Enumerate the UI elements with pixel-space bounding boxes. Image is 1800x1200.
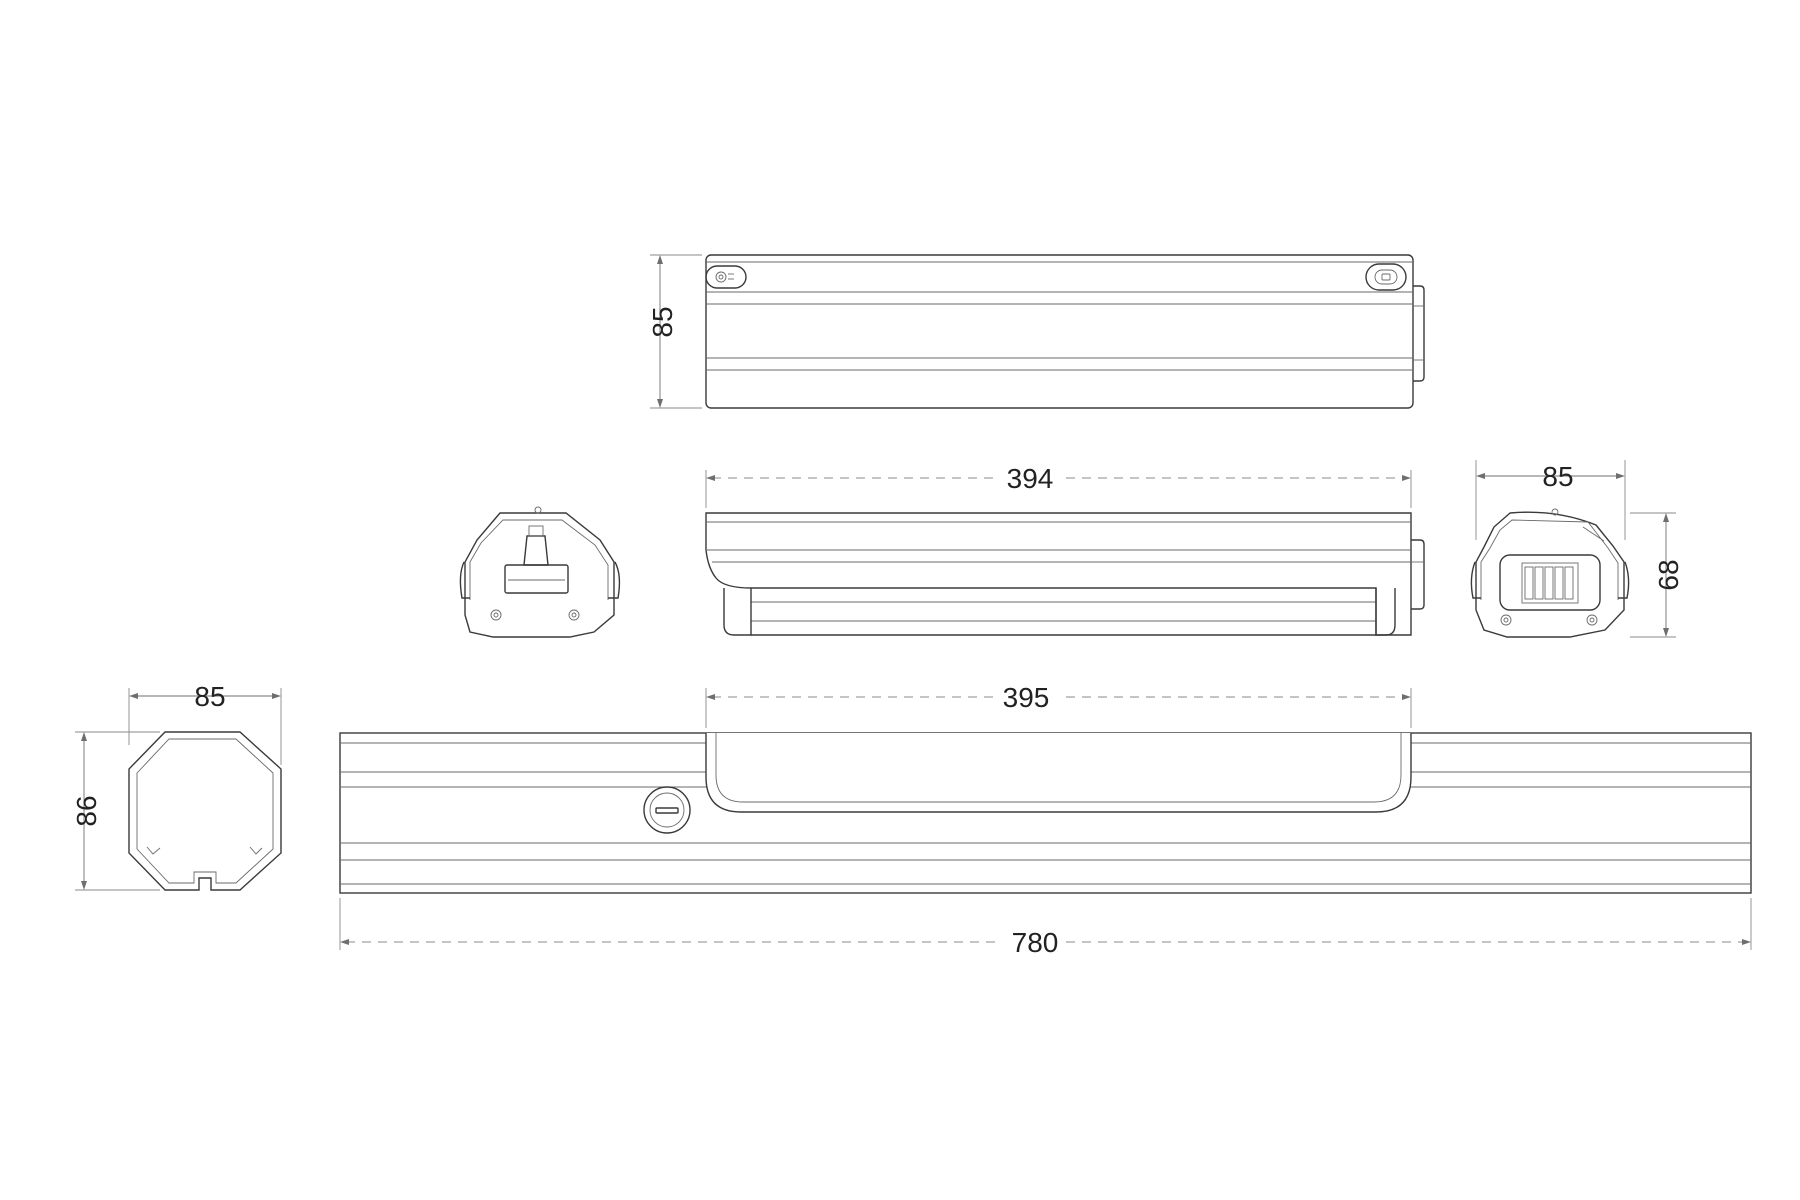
dim-end-height: 68 bbox=[1630, 512, 1684, 638]
battery-side-view: 85 bbox=[647, 254, 1425, 409]
frame-tube-view: 395 780 bbox=[339, 682, 1752, 958]
dim-section-height: 86 bbox=[71, 731, 160, 891]
dim-end-width: 85 bbox=[1475, 460, 1626, 540]
dim-total-length-label: 780 bbox=[1012, 927, 1059, 958]
dim-cutout-length-label: 395 bbox=[1003, 682, 1050, 713]
latch-icon bbox=[504, 525, 569, 594]
dim-side-height-label: 85 bbox=[647, 306, 678, 337]
connector-pins-icon bbox=[1499, 554, 1601, 611]
screw-icon bbox=[1586, 614, 1598, 626]
dim-section-height-label: 86 bbox=[71, 795, 102, 826]
battery-end-view-left bbox=[459, 506, 621, 638]
key-lock-icon bbox=[705, 265, 747, 289]
dim-total-length: 780 bbox=[339, 898, 1752, 958]
dim-section-width: 85 bbox=[128, 681, 282, 765]
dim-section-width-label: 85 bbox=[194, 681, 225, 712]
dim-side-height: 85 bbox=[647, 254, 702, 409]
dim-end-width-label: 85 bbox=[1542, 461, 1573, 492]
battery-end-view-right: 85 68 bbox=[1470, 460, 1684, 638]
battery-cutout bbox=[705, 733, 1412, 813]
charge-port-icon bbox=[1365, 263, 1407, 291]
key-lock-icon bbox=[643, 786, 691, 834]
screw-icon bbox=[568, 609, 580, 621]
screw-icon bbox=[490, 609, 502, 621]
battery-top-view: 394 bbox=[705, 463, 1425, 636]
dim-end-height-label: 68 bbox=[1653, 559, 1684, 590]
dim-top-length: 394 bbox=[705, 463, 1412, 508]
dim-cutout-length: 395 bbox=[705, 682, 1412, 728]
dim-top-length-label: 394 bbox=[1007, 463, 1054, 494]
screw-icon bbox=[1500, 614, 1512, 626]
frame-cross-section: 85 86 bbox=[71, 681, 282, 891]
